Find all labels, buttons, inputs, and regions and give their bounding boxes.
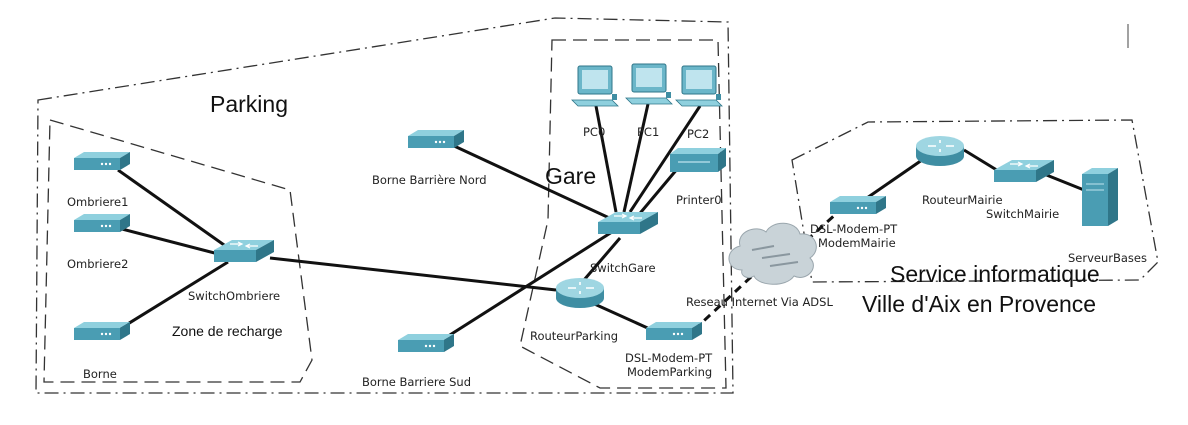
link-ombriere2-switch bbox=[117, 226, 227, 258]
service-zone-border bbox=[791, 119, 1159, 283]
switch-mairie-icon[interactable] bbox=[993, 159, 1055, 183]
pc2-label: PC2 bbox=[687, 127, 709, 141]
modem-parking-icon[interactable] bbox=[646, 322, 702, 340]
routeur-mairie-icon[interactable] bbox=[915, 135, 965, 167]
service-zone-label-line2: Ville d'Aix en Provence bbox=[862, 291, 1096, 317]
printer-icon[interactable] bbox=[669, 147, 727, 173]
serveur-label: ServeurBases bbox=[1068, 251, 1147, 265]
link-switchgare-routeur bbox=[582, 237, 622, 281]
ombriere2-icon[interactable] bbox=[74, 214, 130, 232]
pc0-icon[interactable] bbox=[571, 65, 619, 107]
link-routeur-modemparking bbox=[589, 300, 653, 332]
link-pc0-switchgare bbox=[594, 105, 618, 213]
ombriere2-label: Ombriere2 bbox=[67, 257, 128, 271]
pc1-label: PC1 bbox=[637, 125, 659, 139]
serveur-icon[interactable] bbox=[1081, 167, 1119, 227]
link-pc1-switchgare bbox=[622, 103, 650, 213]
link-switchmairie-serveur bbox=[1043, 172, 1085, 192]
link-bornesud-switchgare bbox=[441, 230, 613, 342]
modem-mairie-type-label: DSL-Modem-PT bbox=[810, 222, 898, 236]
pc0-label: PC0 bbox=[583, 125, 605, 139]
modem-parking-type-label: DSL-Modem-PT bbox=[625, 351, 713, 365]
link-ombriere1-switch bbox=[117, 168, 235, 254]
ombriere1-icon[interactable] bbox=[74, 152, 130, 170]
pc1-icon[interactable] bbox=[625, 63, 673, 105]
link-printer-switchgare bbox=[634, 167, 680, 219]
link-pc2-switchgare bbox=[628, 105, 702, 213]
link-internet-modemmairie bbox=[794, 212, 838, 252]
pc2-icon[interactable] bbox=[675, 65, 723, 107]
link-switchombriere-routeur bbox=[269, 256, 557, 292]
borne-nord-label: Borne Barrière Nord bbox=[372, 173, 487, 187]
routeur-parking-label: RouteurParking bbox=[530, 329, 618, 343]
parking-zone-border bbox=[35, 17, 734, 394]
borne-label: Borne bbox=[83, 367, 117, 381]
routeur-parking-icon[interactable] bbox=[555, 277, 605, 309]
switch-ombriere-label: SwitchOmbriere bbox=[188, 289, 280, 303]
gare-zone-label: Gare bbox=[545, 163, 596, 189]
modem-mairie-name-label: ModemMairie bbox=[818, 236, 896, 250]
borne-sud-label: Borne Barriere Sud bbox=[362, 375, 471, 389]
switch-gare-label: SwitchGare bbox=[590, 261, 656, 275]
link-routeur-switchmairie bbox=[963, 148, 1001, 174]
borne-sud-icon[interactable] bbox=[398, 334, 454, 352]
link-borne-switch bbox=[117, 260, 229, 332]
switch-mairie-label: SwitchMairie bbox=[986, 207, 1059, 221]
gare-zone-border bbox=[519, 39, 727, 389]
link-bornenord-switchgare bbox=[451, 143, 619, 224]
link-modemmairie-routeur bbox=[863, 158, 923, 202]
borne-nord-icon[interactable] bbox=[408, 130, 464, 148]
printer-label: Printer0 bbox=[676, 193, 722, 207]
parking-zone-label: Parking bbox=[210, 91, 288, 117]
modem-parking-name-label: ModemParking bbox=[627, 365, 712, 379]
recharge-zone-label: Zone de recharge bbox=[172, 323, 283, 339]
routeur-mairie-label: RouteurMairie bbox=[922, 193, 1003, 207]
modem-mairie-icon[interactable] bbox=[830, 196, 886, 214]
ombriere1-label: Ombriere1 bbox=[67, 195, 128, 209]
borne-icon[interactable] bbox=[74, 322, 130, 340]
recharge-zone-border bbox=[43, 119, 313, 383]
service-zone-label-line1: Service informatique bbox=[890, 261, 1100, 287]
internet-label: Reseau Internet Via ADSL bbox=[686, 295, 833, 309]
internet-cloud-icon[interactable] bbox=[728, 222, 817, 285]
